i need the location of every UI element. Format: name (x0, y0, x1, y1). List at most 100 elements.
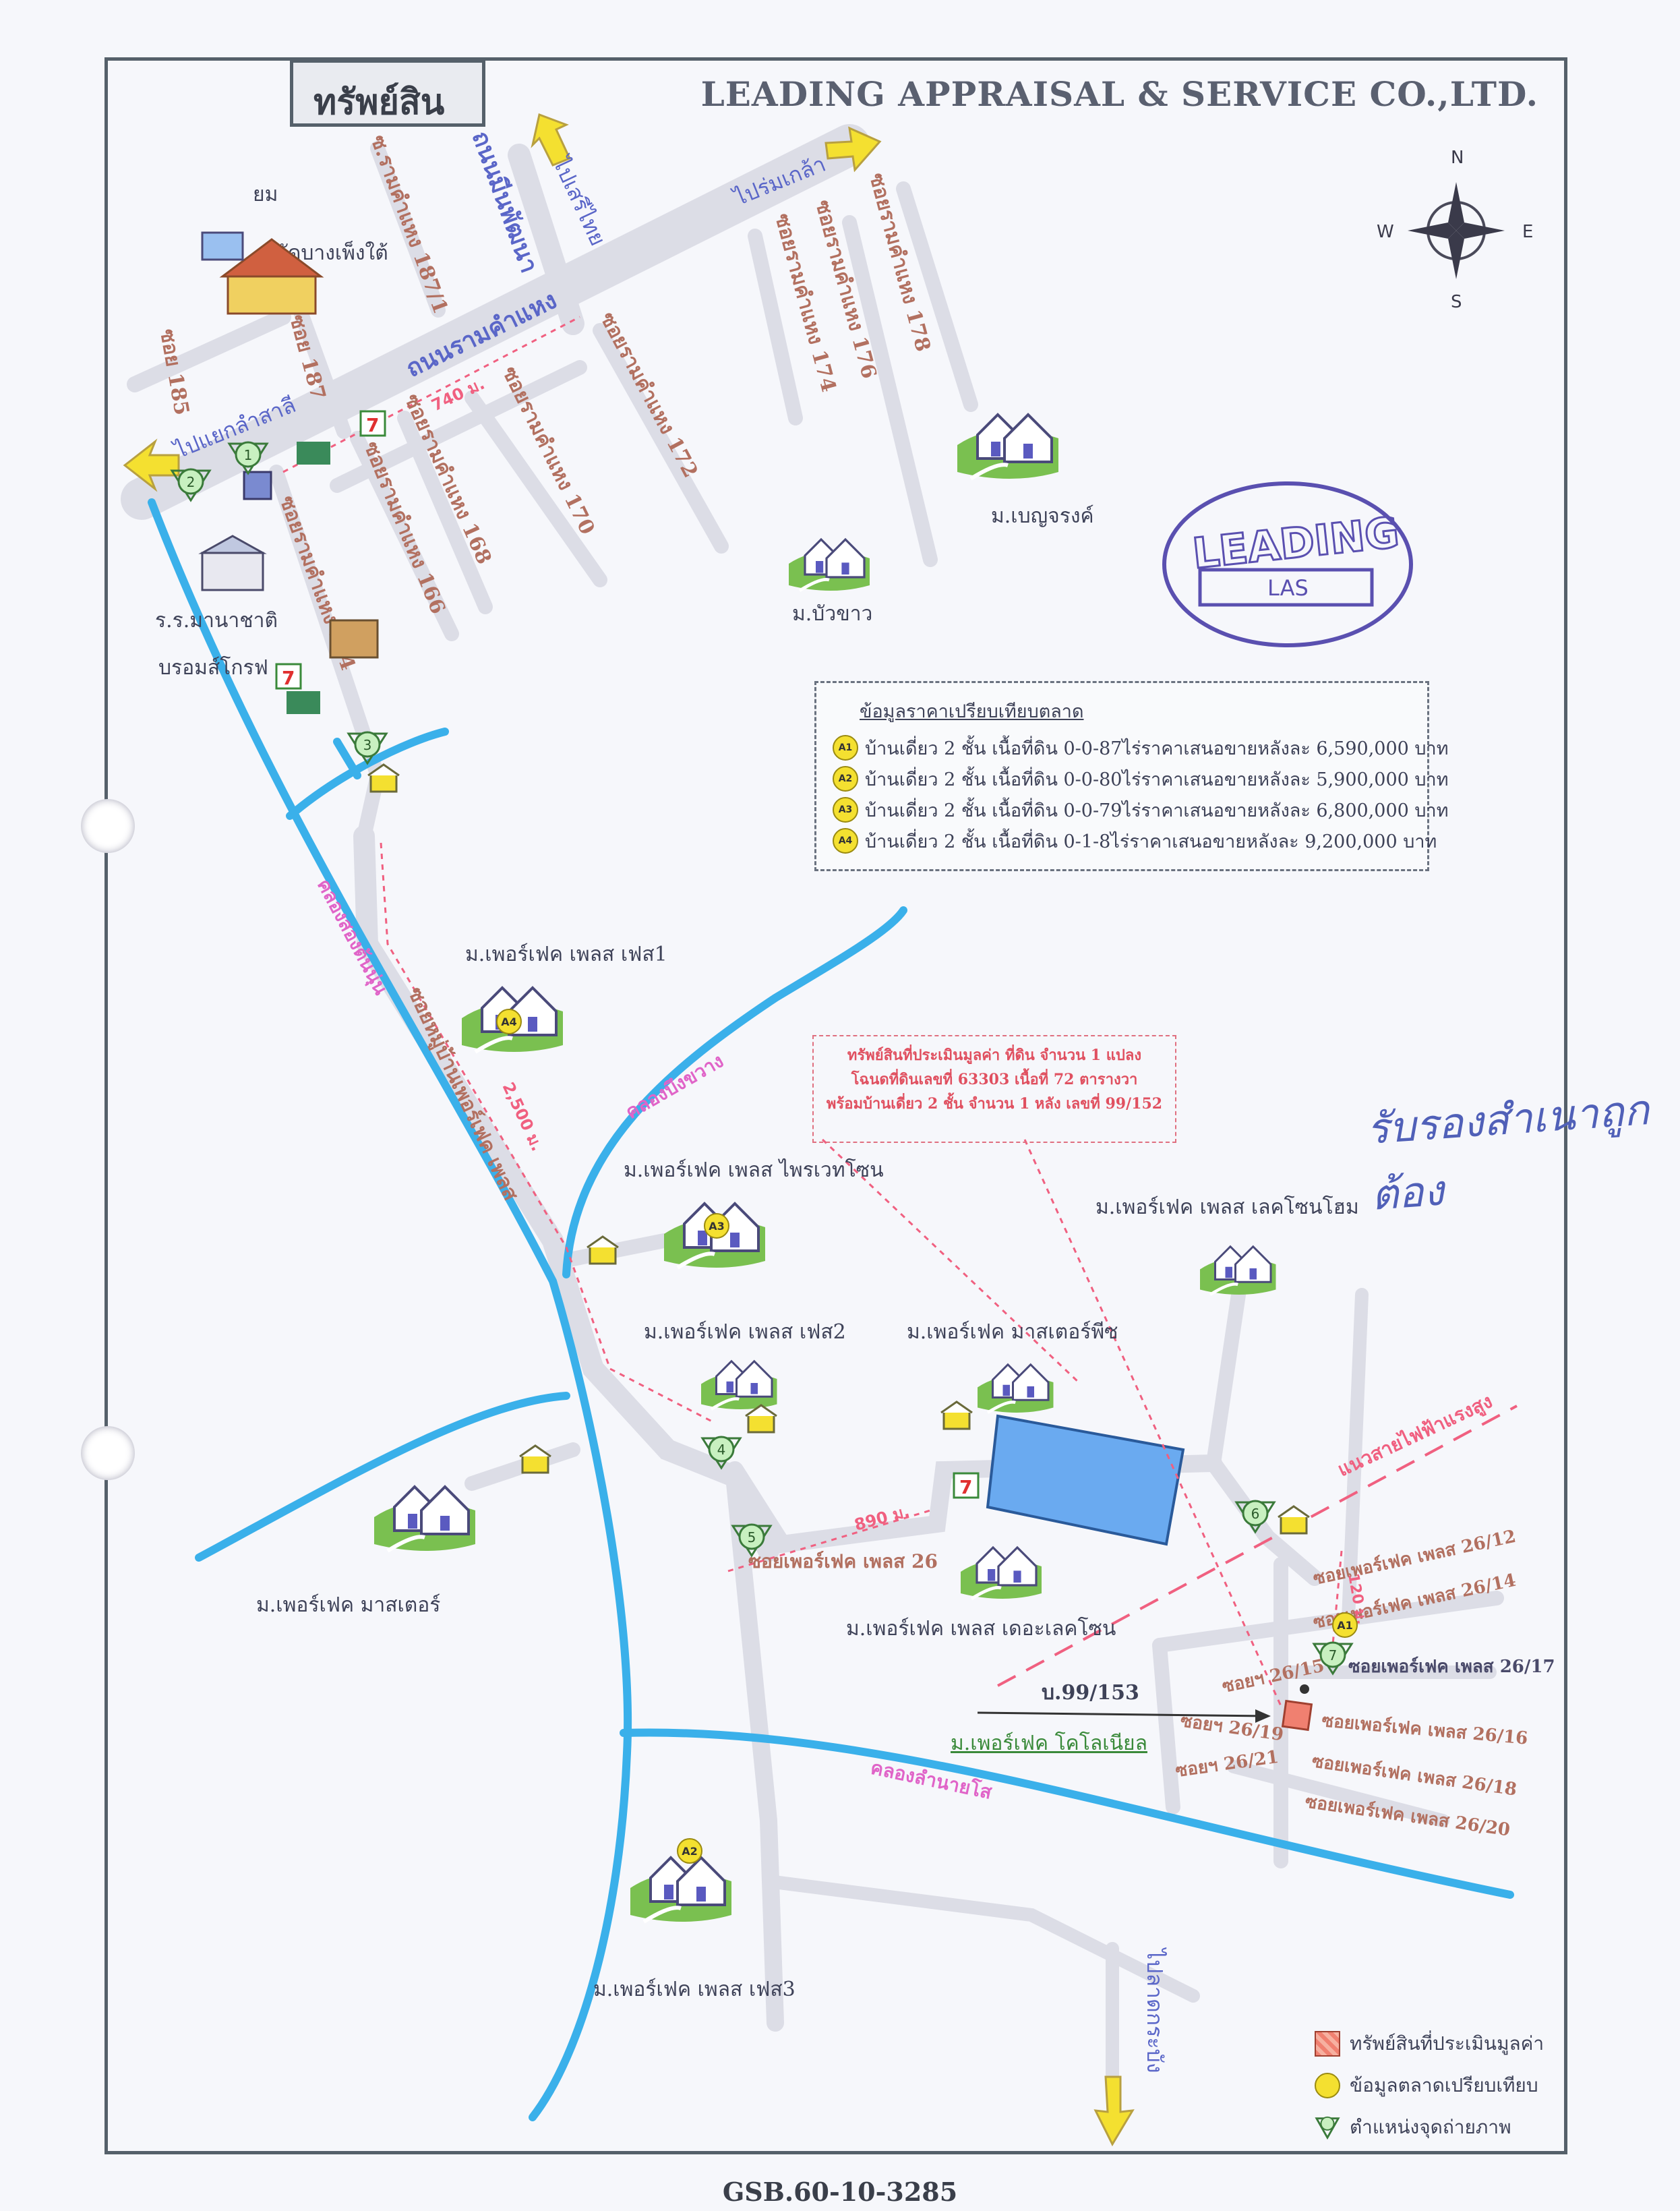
seven-eleven-icon (275, 663, 302, 690)
company-stamp: LEADING LAS (1160, 479, 1416, 651)
temple-icon (227, 272, 317, 315)
compass-s: S (1451, 292, 1462, 310)
photo-point-7: 7 (1313, 1641, 1353, 1675)
label-soi-187-1: ซ.รามคำแหง 187/1 (365, 132, 452, 317)
soi-187-1 (370, 141, 446, 318)
svg-text:7: 7 (1329, 1647, 1338, 1663)
stamp-seal-icon: LEADING LAS (1162, 481, 1413, 647)
south-road (762, 1875, 1200, 2003)
lake-zone-road (1206, 1274, 1248, 1471)
soi-185 (127, 309, 291, 392)
punch-hole-bottom (81, 1426, 135, 1480)
soi-170 (464, 390, 607, 587)
label-soi-26: ซอยเพอร์เฟค เพลส 26 (748, 1550, 938, 1572)
label-temple-top: ยม (253, 183, 278, 206)
svg-text:A2: A2 (682, 1845, 698, 1858)
photo-point-5: 5 (731, 1523, 772, 1557)
photo-point-1: 1 (228, 441, 268, 475)
soi-178 (896, 181, 978, 412)
label-soi-172: ซอยรามคำแหง 172 (595, 308, 702, 481)
compass-e: E (1522, 222, 1533, 242)
svg-text:LAS: LAS (1267, 575, 1309, 601)
dist-2500 (380, 842, 715, 1424)
canal-school-2 (333, 738, 361, 779)
label-soi-26-16: ซอยเพอร์เฟค เพลส 26/16 (1321, 1710, 1528, 1749)
subject-marker-dot (1300, 1684, 1309, 1694)
gate-icon (744, 1404, 778, 1434)
soi-172 (593, 323, 729, 554)
lotus-icon (297, 442, 330, 465)
gate-icon (586, 1235, 620, 1265)
east-soi-1 (1152, 1591, 1504, 1653)
lake (986, 1414, 1185, 1546)
subject-no-arrow (977, 1711, 1268, 1717)
boat-icon (201, 231, 244, 261)
map-comparables: A1 A2 A3 A4 (496, 1009, 1358, 1864)
comparable-badge-a2: A2 (833, 766, 858, 792)
market-icon (329, 619, 379, 659)
comparable-badge-a3: A3 (833, 797, 858, 823)
document-number: GSB.60-10-3285 (722, 2177, 958, 2207)
dist-subject-lead-2 (821, 1138, 1080, 1384)
house-icon (1200, 1247, 1276, 1295)
svg-text:1: 1 (244, 447, 253, 463)
market-row: A2 บ้านเดี่ยว 2 ชั้น เนื้อที่ดิน 0-0-80 … (833, 763, 1449, 794)
house-icon (961, 1547, 1042, 1599)
gate-icon (940, 1401, 973, 1430)
gate-icon (518, 1444, 552, 1474)
main-canal (148, 498, 632, 2121)
dist-740 (282, 316, 580, 473)
label-subject-no: บ.99/153 (1042, 1681, 1139, 1705)
label-phase2: ม.เพอร์เฟค เพลส เฟส2 (644, 1320, 846, 1344)
label-benjarong: ม.เบญจรงค์ (991, 504, 1094, 528)
compass-w: W (1377, 222, 1394, 242)
photo-points: 1 2 3 4 5 6 7 (171, 441, 1353, 1675)
canals-layer (148, 498, 1514, 2121)
label-d2500: 2,500 ม. (499, 1080, 547, 1154)
canal-school (286, 728, 449, 820)
svg-text:A4: A4 (501, 1015, 517, 1028)
comparable-badge-a1: A1 (833, 735, 858, 761)
canal-lam-nai-so (620, 1728, 1514, 1899)
house-icon (630, 1858, 731, 1922)
distance-lines (282, 316, 1343, 1707)
seven-eleven-glyph: 7 (959, 1476, 972, 1498)
header-tab: ทรัพย์สิน (290, 59, 485, 127)
compass-rose-icon: N S W E (1377, 148, 1533, 312)
arrow-to-ram-klao-icon (824, 126, 882, 173)
comparable-badge-a4: A4 (833, 828, 858, 854)
comparable-a2: A2 (677, 1838, 702, 1864)
label-master-peach: ม.เพอร์เฟค มาสเตอร์พีซ (907, 1320, 1118, 1344)
photo-point-3: 3 (347, 731, 388, 765)
comparable-swatch-icon (1315, 2073, 1340, 2098)
label-master: ม.เพอร์เฟค มาสเตอร์ (256, 1593, 440, 1617)
comparable-a1: A1 (1332, 1612, 1358, 1638)
handwritten-certification: รับรองสำเนาถูกต้อง (1364, 1085, 1651, 1220)
svg-text:3: 3 (363, 737, 372, 753)
svg-text:LEADING: LEADING (1191, 508, 1402, 579)
svg-text:2: 2 (187, 474, 196, 490)
label-phase3: ม.เพอร์เฟค เพลส เฟส3 (593, 1978, 796, 2001)
compass-n: N (1451, 148, 1464, 168)
house-icon (957, 415, 1058, 479)
legend-subject: ทรัพย์สินที่ประเมินมูลค่า (1315, 2023, 1544, 2065)
label-the-lake-zone: ม.เพอร์เฟค เพลส เดอะเลคโซน (846, 1616, 1116, 1641)
dist-890 (727, 1509, 931, 1572)
dist-subject-lead (1023, 1139, 1282, 1707)
power-line (997, 1405, 1518, 1687)
label-colonial: ม.เพอร์เฟค โคโลเนียล (951, 1731, 1147, 1755)
temple-roof-icon (219, 238, 324, 278)
label-canal-bueng-khwang: คลองบึงขวาง (622, 1049, 727, 1123)
subject-parcel (1281, 1699, 1313, 1732)
map-frame (104, 57, 1567, 2154)
subject-property-info: ทรัพย์สินที่ประเมินมูลค่า ที่ดิน จำนวน 1… (812, 1035, 1176, 1143)
subject-no-arrowhead (1255, 1709, 1271, 1723)
east-soi-5 (1227, 1760, 1449, 1827)
soi-174 (748, 229, 803, 425)
subject-swatch-icon (1315, 2031, 1340, 2057)
company-name: LEADING APPRAISAL & SERVICE CO.,LTD. (700, 74, 1538, 114)
market-comparison-table: ข้อมูลราคาเปรียบเทียบตลาด A1 บ้านเดี่ยว … (814, 681, 1449, 871)
no-entry-icon (243, 471, 272, 500)
label-school-1: ร.ร.มานาชาติ (155, 609, 278, 632)
